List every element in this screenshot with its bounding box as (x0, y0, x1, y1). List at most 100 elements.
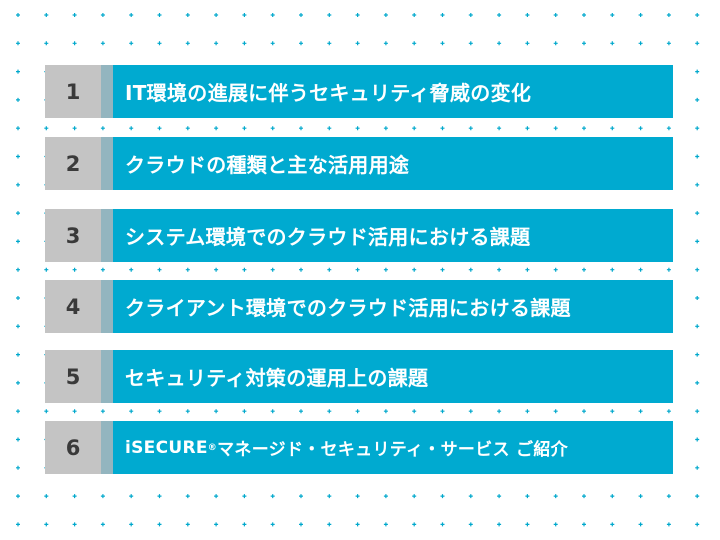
grid-cross (270, 522, 275, 527)
agenda-number: 6 (45, 421, 101, 474)
grid-cross (638, 409, 643, 414)
grid-cross (638, 522, 643, 527)
grid-cross (214, 267, 219, 272)
divider (101, 137, 113, 190)
grid-cross (129, 126, 134, 131)
grid-cross (440, 13, 445, 17)
grid-cross (16, 267, 20, 272)
grid-cross (582, 126, 586, 131)
grid-cross (299, 41, 303, 46)
grid-cross (157, 126, 162, 131)
grid-cross (695, 409, 700, 414)
agenda-number: 2 (45, 137, 101, 190)
grid-cross (383, 409, 388, 414)
grid-cross (468, 409, 473, 414)
divider (101, 65, 113, 118)
grid-cross (327, 267, 332, 272)
grid-cross (185, 41, 190, 46)
grid-cross (383, 494, 388, 499)
grid-cross (610, 13, 615, 17)
grid-cross (214, 409, 219, 414)
grid-cross (695, 13, 700, 17)
grid-cross (100, 267, 105, 272)
grid-cross (468, 41, 473, 46)
grid-cross (129, 494, 134, 499)
grid-cross (582, 13, 586, 17)
agenda-title: システム環境でのクラウド活用における課題 (113, 209, 673, 262)
grid-cross (695, 69, 700, 74)
grid-cross (695, 267, 700, 272)
grid-cross (383, 13, 388, 17)
agenda-title: セキュリティ対策の運用上の課題 (113, 350, 673, 403)
grid-cross (497, 494, 502, 499)
grid-cross (525, 126, 530, 131)
grid-cross (327, 13, 332, 17)
grid-cross (327, 522, 332, 527)
grid-cross (468, 522, 473, 527)
grid-cross (695, 239, 700, 244)
grid-cross (72, 409, 77, 414)
grid-cross (129, 41, 134, 46)
grid-cross (299, 409, 303, 414)
grid-cross (695, 211, 700, 216)
grid-cross (355, 494, 360, 499)
grid-cross (185, 126, 190, 131)
grid-cross (242, 126, 247, 131)
grid-cross (695, 437, 700, 442)
registered-mark: ® (207, 442, 218, 453)
grid-cross (44, 126, 49, 131)
grid-cross (270, 494, 275, 499)
grid-cross (666, 126, 671, 131)
grid-cross (695, 154, 700, 159)
grid-cross (695, 522, 700, 527)
grid-cross (468, 126, 473, 131)
grid-cross (695, 324, 700, 329)
grid-cross (695, 182, 700, 187)
grid-cross (582, 522, 586, 527)
grid-cross (525, 13, 530, 17)
grid-cross (129, 267, 134, 272)
grid-cross (497, 13, 502, 17)
agenda-title: IT環境の進展に伴うセキュリティ脅威の変化 (113, 65, 673, 118)
agenda-item-5: 5 セキュリティ対策の運用上の課題 (45, 350, 673, 403)
grid-cross (129, 522, 134, 527)
grid-cross (525, 494, 530, 499)
grid-cross (242, 409, 247, 414)
agenda-number: 1 (45, 65, 101, 118)
title-text: マネージド・セキュリティ・サービス ご紹介 (217, 440, 568, 460)
grid-cross (440, 41, 445, 46)
grid-cross (553, 267, 558, 272)
grid-cross (185, 522, 190, 527)
grid-cross (355, 13, 360, 17)
grid-cross (299, 126, 303, 131)
grid-cross (242, 267, 247, 272)
grid-cross (242, 13, 247, 17)
divider (101, 209, 113, 262)
grid-cross (44, 41, 49, 46)
brand-name: iSECURE (125, 437, 208, 458)
grid-cross (468, 13, 473, 17)
grid-cross (185, 409, 190, 414)
grid-cross (72, 522, 77, 527)
divider (101, 280, 113, 333)
grid-cross (610, 126, 615, 131)
grid-cross (666, 41, 671, 46)
grid-cross (497, 41, 502, 46)
grid-cross (16, 41, 20, 46)
grid-cross (497, 126, 502, 131)
grid-cross (16, 69, 20, 74)
grid-cross (327, 126, 332, 131)
grid-cross (185, 13, 190, 17)
grid-cross (610, 522, 615, 527)
grid-cross (299, 494, 303, 499)
agenda-number: 5 (45, 350, 101, 403)
divider (101, 350, 113, 403)
grid-cross (214, 494, 219, 499)
grid-cross (695, 126, 700, 131)
grid-cross (383, 522, 388, 527)
grid-cross (638, 267, 643, 272)
grid-cross (214, 126, 219, 131)
grid-cross (100, 409, 105, 414)
grid-cross (582, 409, 586, 414)
grid-cross (412, 13, 417, 17)
